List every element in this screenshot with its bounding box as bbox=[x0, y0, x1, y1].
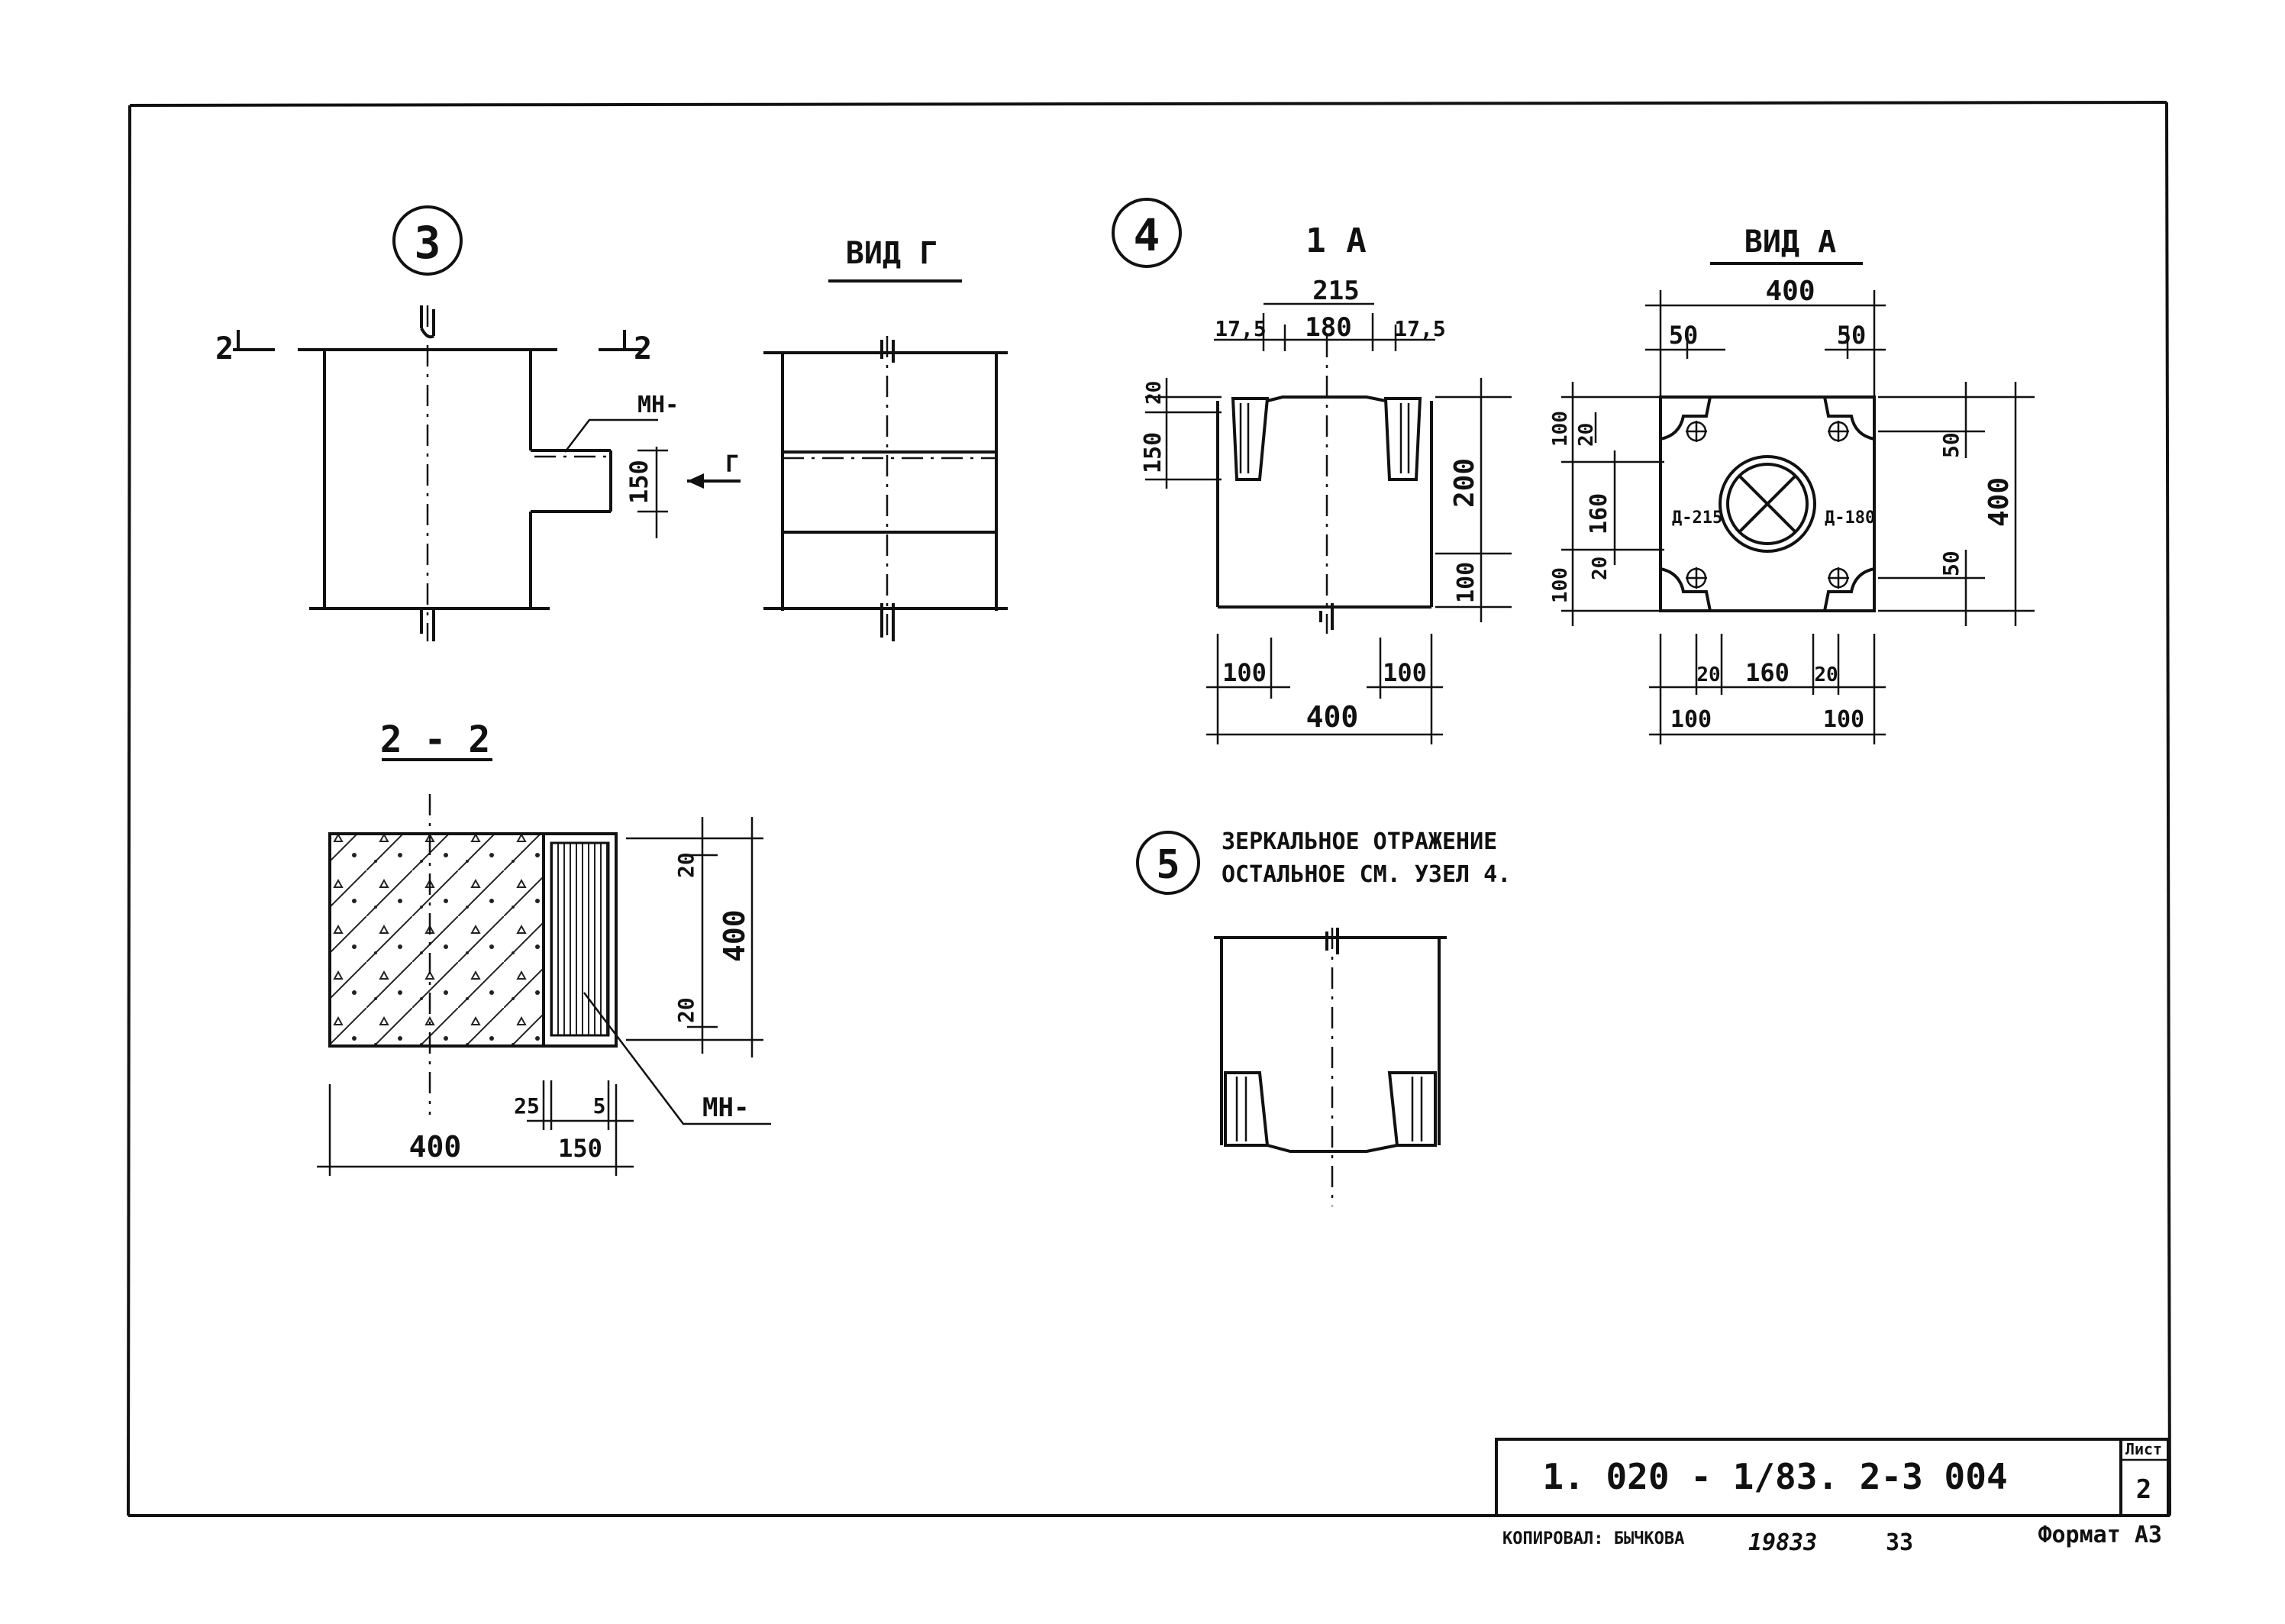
node-3-group: 3 2 2 МН- 150 Г bbox=[215, 205, 741, 641]
dim-50-top-right: 50 bbox=[1837, 321, 1867, 350]
note-5-line-2: ОСТАЛЬНОЕ СМ. УЗЕЛ 4. bbox=[1222, 861, 1511, 888]
dim-400-node4: 400 bbox=[1306, 700, 1359, 734]
dim-20-node4: 20 bbox=[1143, 381, 1166, 405]
dim-100-left-bottom: 100 bbox=[1549, 567, 1572, 603]
dim-215: 215 bbox=[1312, 276, 1359, 306]
footer-format: Формат А3 bbox=[2038, 1522, 2162, 1548]
dim-20-top-section: 20 bbox=[673, 852, 699, 878]
section-1a-title: 1 А bbox=[1305, 221, 1366, 260]
insulation-hatch bbox=[550, 841, 610, 1037]
node-5-group: 5 ЗЕРКАЛЬНОЕ ОТРАЖЕНИЕ ОСТАЛЬНОЕ СМ. УЗЕ… bbox=[1136, 828, 1511, 1206]
dim-25: 25 bbox=[514, 1093, 540, 1119]
section-2-2-title: 2 - 2 bbox=[380, 718, 491, 761]
node-3-number: 3 bbox=[415, 217, 441, 269]
footer-copied-by: КОПИРОВАЛ: БЫЧКОВА bbox=[1502, 1529, 1684, 1548]
node-4-number: 4 bbox=[1134, 209, 1160, 261]
dim-100-bottom-right: 100 bbox=[1383, 658, 1427, 687]
dim-100-bottom-2: 100 bbox=[1823, 706, 1864, 733]
dim-20-bottom-section: 20 bbox=[673, 997, 699, 1023]
dim-150-node4: 150 bbox=[1140, 432, 1167, 473]
dim-200: 200 bbox=[1449, 458, 1480, 508]
node-5-marker bbox=[1136, 831, 1200, 895]
mn-top-label: МН- bbox=[637, 392, 679, 418]
concrete-hatch bbox=[328, 832, 545, 1048]
node-5-number: 5 bbox=[1156, 842, 1180, 888]
dim-400-section: 400 bbox=[718, 909, 751, 962]
dim-17-5-left: 17,5 bbox=[1215, 316, 1266, 341]
dim-150-section-bottom: 150 bbox=[558, 1134, 602, 1163]
dim-400-right: 400 bbox=[1983, 477, 2015, 527]
dim-5: 5 bbox=[593, 1093, 606, 1119]
dim-20-left: 20 bbox=[1575, 423, 1598, 447]
sheet-label: Лист bbox=[2125, 1440, 2162, 1458]
dim-20-left-lower: 20 bbox=[1589, 557, 1612, 580]
view-a-group: ВИД А 400 50 50 Д-215 Д-180 bbox=[1549, 224, 2035, 744]
dim-160-bottom: 160 bbox=[1745, 658, 1790, 687]
dim-180: 180 bbox=[1305, 312, 1351, 343]
footer-number-1: 19833 bbox=[1748, 1529, 1817, 1556]
dim-400-section-bottom: 400 bbox=[409, 1130, 462, 1164]
node-4-marker bbox=[1112, 198, 1182, 268]
dim-100-right: 100 bbox=[1453, 562, 1480, 603]
dim-160-left: 160 bbox=[1586, 493, 1612, 534]
node-3-marker bbox=[392, 205, 463, 276]
note-5-line-1: ЗЕРКАЛЬНОЕ ОТРАЖЕНИЕ bbox=[1222, 828, 1497, 855]
sheet-number: 2 bbox=[2136, 1474, 2151, 1505]
section-2-2-group: 2 - 2 20 400 20 25 5 400 150 МН- bbox=[317, 718, 771, 1176]
footer: КОПИРОВАЛ: БЫЧКОВА 19833 33 Формат А3 bbox=[1502, 1522, 2162, 1556]
dim-20-bottom-1: 20 bbox=[1696, 663, 1720, 686]
dim-50-top-left: 50 bbox=[1669, 321, 1699, 350]
view-g-group: ВИД Г bbox=[763, 236, 1008, 641]
mn-bottom-label: МН- bbox=[702, 1093, 749, 1123]
diameter-215-label: Д-215 bbox=[1672, 509, 1722, 528]
dim-100-bottom-1: 100 bbox=[1670, 706, 1712, 733]
dim-20-bottom-2: 20 bbox=[1814, 663, 1838, 686]
view-a-title: ВИД А bbox=[1744, 224, 1836, 260]
diameter-180-label: Д-180 bbox=[1825, 509, 1875, 528]
dim-50-right-top: 50 bbox=[1938, 432, 1964, 458]
drawing-code: 1. 020 - 1/83. 2-3 004 bbox=[1542, 1456, 2007, 1497]
dim-150-node3: 150 bbox=[625, 460, 654, 504]
arrow-g-label: Г bbox=[725, 451, 739, 478]
title-block: 1. 020 - 1/83. 2-3 004 Лист 2 bbox=[1495, 1438, 2170, 1517]
dim-100-left: 100 bbox=[1549, 411, 1572, 447]
dim-400-top: 400 bbox=[1765, 276, 1815, 307]
view-g-title: ВИД Г bbox=[846, 236, 938, 271]
cut-2-right-mark: 2 bbox=[634, 331, 652, 366]
dim-50-right-bottom: 50 bbox=[1938, 550, 1964, 576]
node-4-group: 4 1 А 215 17,5 180 17,5 20 150 bbox=[1112, 198, 1512, 744]
cut-2-left-mark: 2 bbox=[215, 331, 234, 366]
footer-number-2: 33 bbox=[1886, 1529, 1913, 1556]
dim-17-5-right: 17,5 bbox=[1394, 316, 1445, 341]
dim-100-bottom-left: 100 bbox=[1222, 658, 1267, 687]
